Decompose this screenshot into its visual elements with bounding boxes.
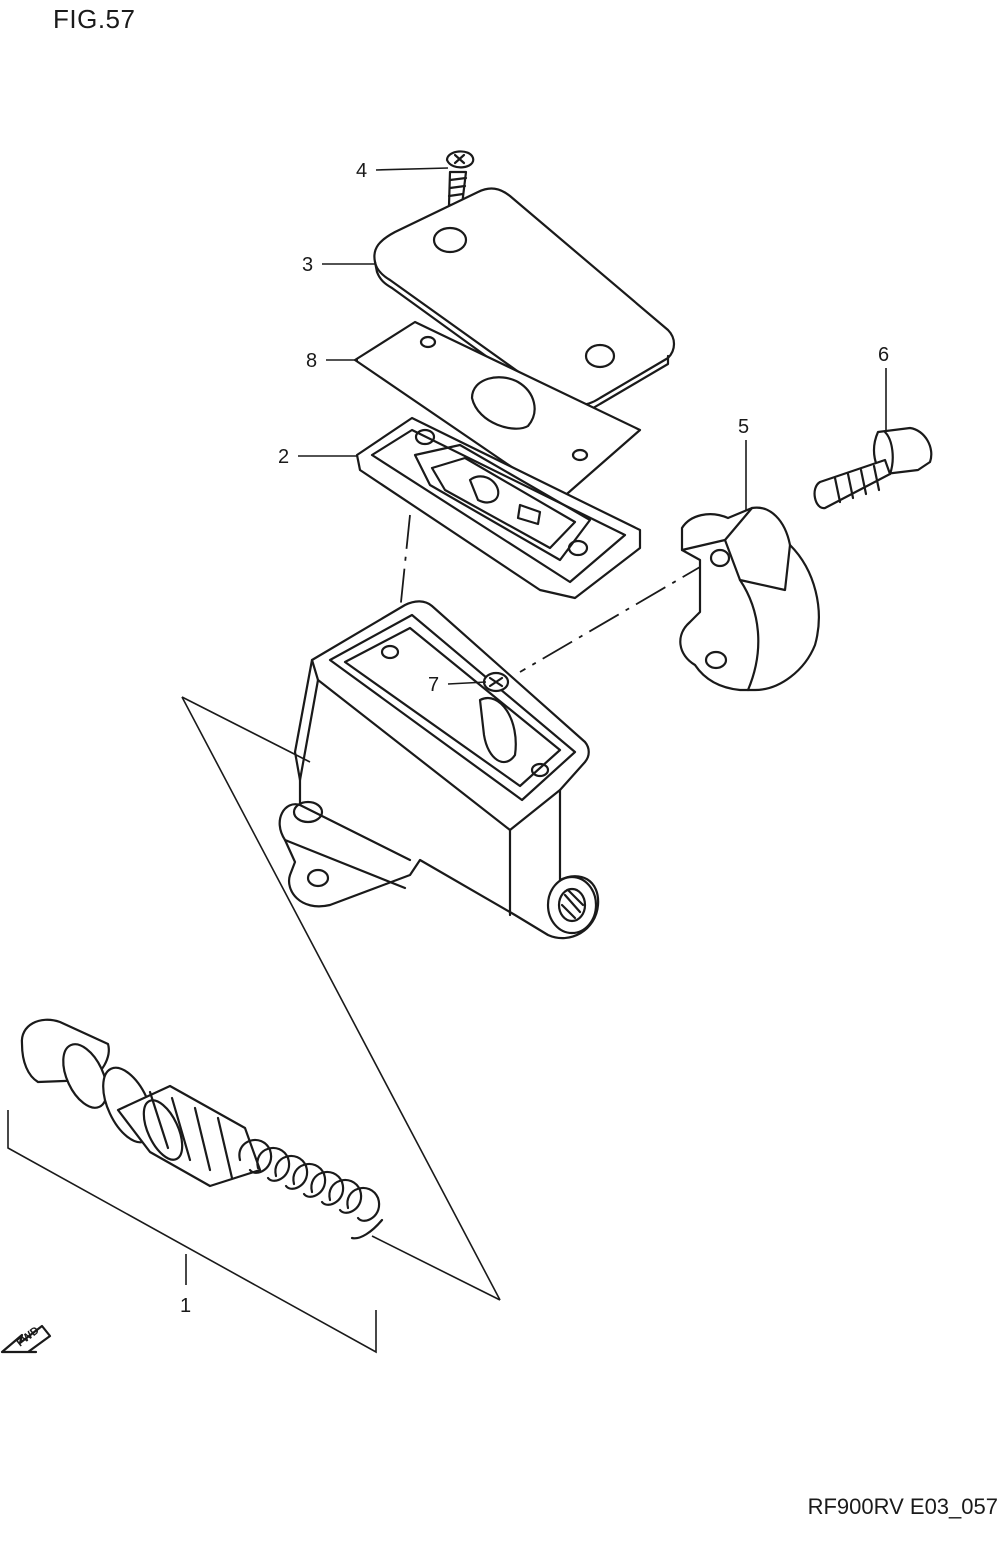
callout-5: 5: [738, 416, 749, 438]
part-master-cylinder-body[interactable]: [278, 600, 600, 940]
callout-8: 8: [306, 350, 317, 372]
part-small-screw[interactable]: [482, 671, 510, 693]
callout-1: 1: [180, 1295, 191, 1317]
figure-code: RF900RV E03_057: [807, 1494, 998, 1519]
part-clamp[interactable]: [679, 506, 820, 692]
part-piston-kit[interactable]: [20, 1018, 384, 1240]
callout-2: 2: [278, 446, 289, 468]
group-bracket: [7, 696, 501, 1354]
callout-7: 7: [428, 674, 439, 696]
part-diaphragm-plate[interactable]: [353, 320, 642, 502]
callout-labels: 1 2 3 4 5 6 7 8: [180, 160, 889, 1317]
callout-3: 3: [302, 254, 313, 276]
fwd-arrow-icon: FWD: [0, 1324, 52, 1354]
figure-title: FIG.57: [53, 4, 136, 34]
callout-4: 4: [356, 160, 367, 182]
piston-spring: [238, 1139, 384, 1240]
part-diaphragm[interactable]: [355, 416, 642, 600]
part-bolt[interactable]: [813, 426, 933, 510]
leader-lines: [185, 167, 887, 1285]
callout-6: 6: [878, 344, 889, 366]
